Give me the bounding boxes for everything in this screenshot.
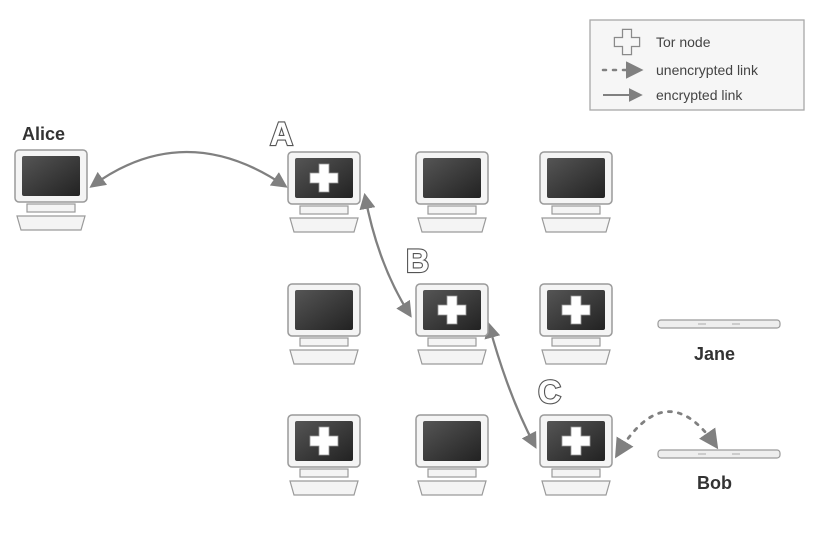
c-to-bob-link <box>614 410 719 459</box>
tor-node-row2-col3 <box>539 283 613 365</box>
legend-box: Tor node unencrypted link encrypted link <box>589 19 805 111</box>
bob-laptop <box>657 449 781 459</box>
a-to-b-link <box>359 192 412 318</box>
jane-label: Jane <box>694 344 735 364</box>
alice-computer <box>14 149 88 231</box>
computer-row1-col2 <box>415 151 489 233</box>
computer-row2-col1 <box>287 283 361 365</box>
bob-label: Bob <box>697 473 732 493</box>
node-label-c: C <box>538 374 561 410</box>
legend-tor-node: Tor node <box>656 34 711 50</box>
tor-node-legend-icon <box>613 28 641 56</box>
tor-node-c <box>539 414 613 496</box>
tor-node-a <box>287 151 361 233</box>
computer-row1-col3 <box>539 151 613 233</box>
b-to-c-link <box>484 321 537 449</box>
tor-node-row3-col1 <box>287 414 361 496</box>
legend-unencrypted-link: unencrypted link <box>656 62 759 78</box>
jane-laptop <box>657 319 781 329</box>
alice-label: Alice <box>22 124 65 144</box>
tor-node-b <box>415 283 489 365</box>
alice-to-a-link <box>89 151 288 188</box>
computer-row3-col2 <box>415 414 489 496</box>
legend-encrypted-link: encrypted link <box>656 87 743 103</box>
node-label-b: B <box>406 243 429 279</box>
node-label-a: A <box>270 116 293 152</box>
